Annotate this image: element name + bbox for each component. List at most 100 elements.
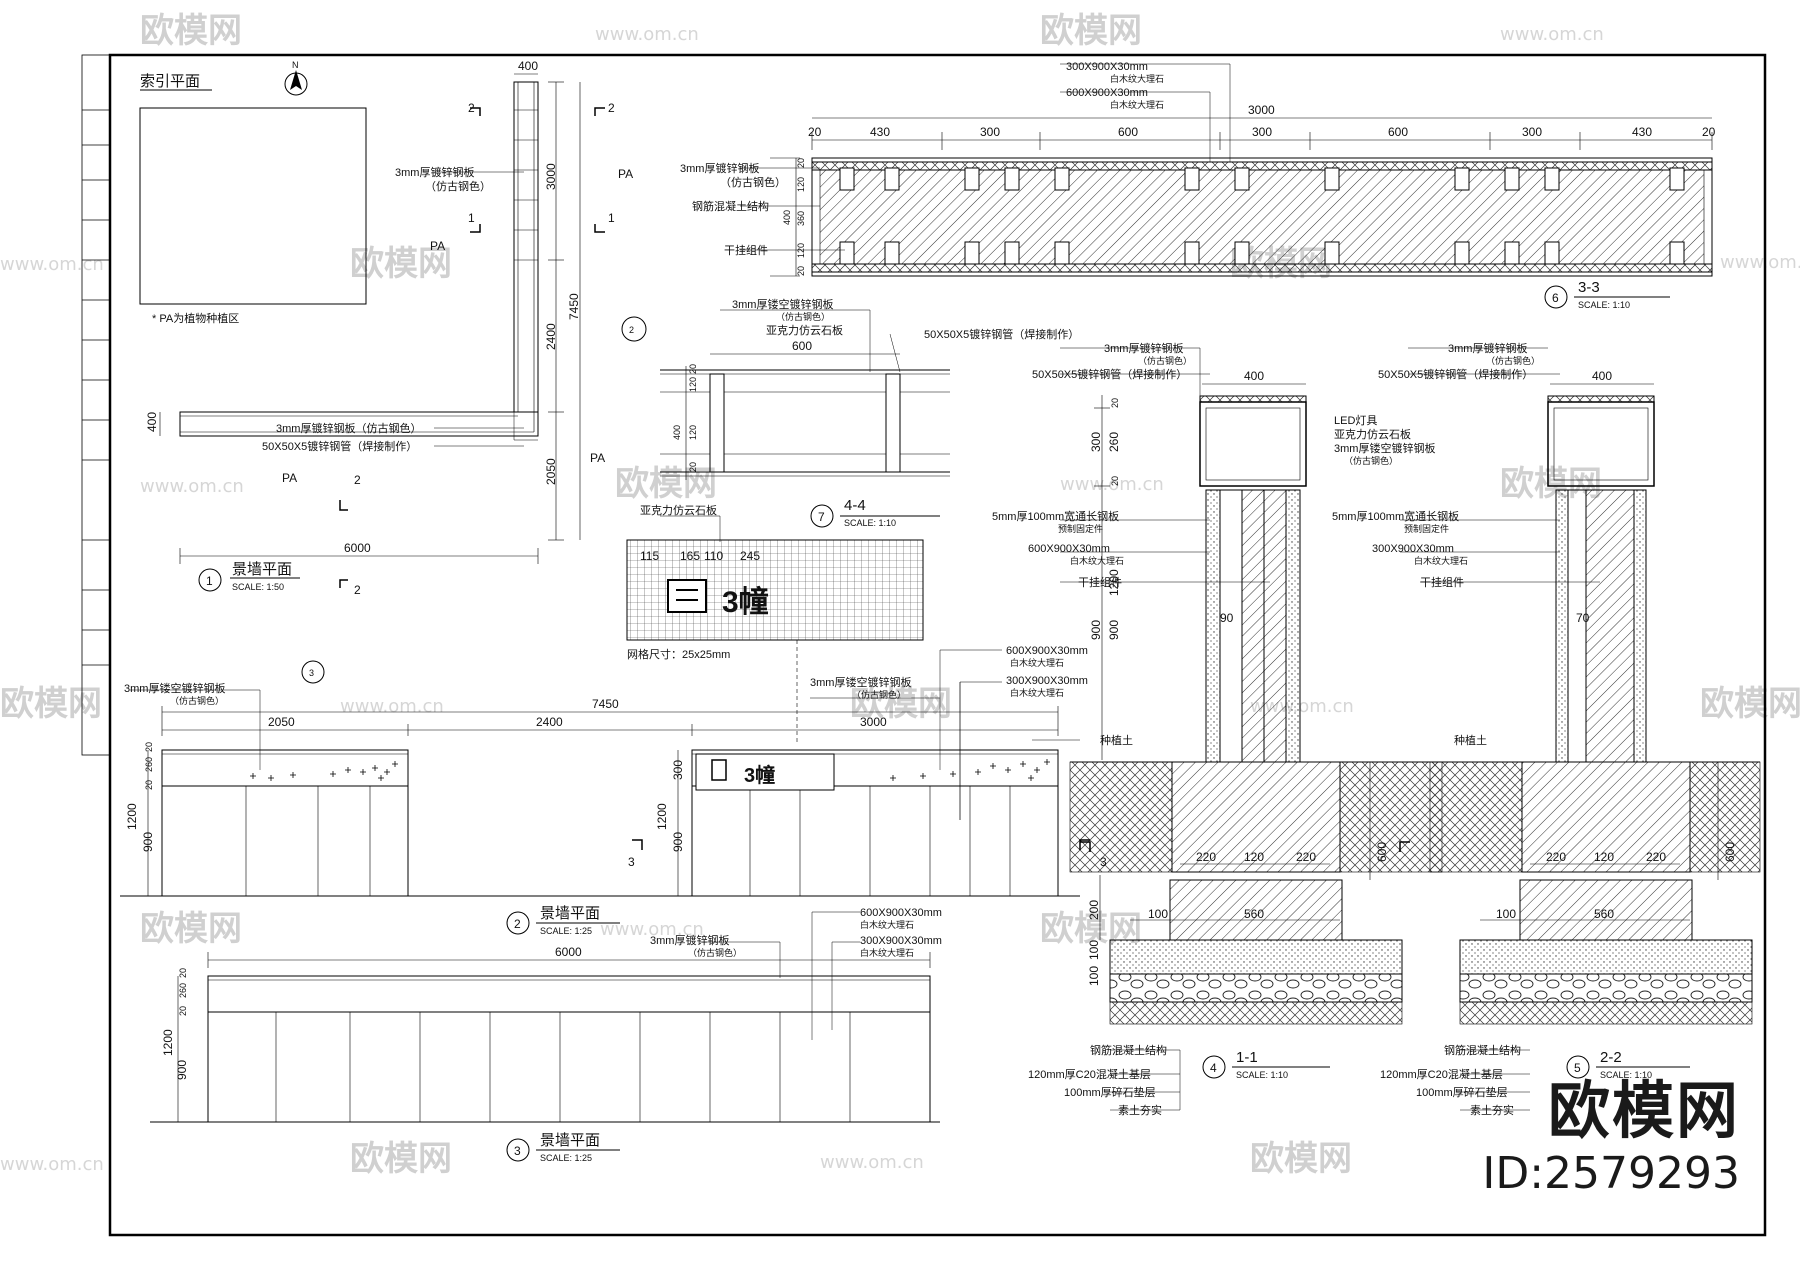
svg-text:20: 20	[1110, 398, 1120, 408]
svg-text:白木纹大理石: 白木纹大理石	[860, 947, 914, 958]
svg-text:白木纹大理石: 白木纹大理石	[1010, 687, 1064, 698]
svg-text:3mm厚镀锌钢板: 3mm厚镀锌钢板	[395, 165, 474, 179]
svg-text:亚克力仿云石板: 亚克力仿云石板	[1334, 427, 1411, 441]
watermark-site: www.om.cn	[600, 919, 704, 940]
svg-text:干挂组件: 干挂组件	[1078, 575, 1122, 589]
svg-text:3: 3	[309, 668, 314, 678]
svg-text:600X900X30mm: 600X900X30mm	[1028, 543, 1110, 555]
svg-text:白木纹大理石: 白木纹大理石	[1010, 657, 1064, 668]
svg-text:400: 400	[782, 210, 792, 225]
svg-text:3mm厚镂空镀锌钢板: 3mm厚镂空镀锌钢板	[810, 675, 911, 689]
svg-text:2: 2	[354, 583, 361, 597]
svg-text:SCALE: 1:10: SCALE: 1:10	[1600, 1070, 1652, 1080]
model-id: ID:2579293	[1482, 1148, 1740, 1199]
svg-text:PA: PA	[590, 451, 605, 465]
svg-text:2: 2	[629, 325, 634, 335]
svg-text:白木纹大理石: 白木纹大理石	[1070, 555, 1124, 566]
section-4-4: 2	[621, 309, 950, 480]
svg-text:900: 900	[175, 1060, 189, 1080]
svg-text:165: 165	[680, 549, 700, 563]
svg-text:3mm厚镂空镀锌钢板: 3mm厚镂空镀锌钢板	[1334, 441, 1435, 455]
svg-text:干挂组件: 干挂组件	[724, 243, 768, 257]
svg-text:2400: 2400	[536, 715, 563, 729]
svg-text:245: 245	[740, 549, 760, 563]
svg-text:白木纹大理石: 白木纹大理石	[860, 919, 914, 930]
svg-text:5: 5	[1574, 1061, 1581, 1075]
svg-text:100: 100	[1496, 907, 1516, 921]
svg-text:4: 4	[1210, 1061, 1217, 1075]
svg-text:50X50X5镀锌钢管（焊接制作）: 50X50X5镀锌钢管（焊接制作）	[1032, 367, 1187, 381]
svg-text:300X900X30mm: 300X900X30mm	[1006, 675, 1088, 687]
svg-text:20: 20	[144, 742, 154, 752]
svg-text:400: 400	[1592, 369, 1612, 383]
svg-text:200: 200	[1087, 900, 1101, 920]
svg-text:900: 900	[671, 832, 685, 852]
svg-text:300: 300	[1089, 432, 1103, 452]
svg-text:素土夯实: 素土夯实	[1118, 1103, 1162, 1117]
svg-text:干挂组件: 干挂组件	[1420, 575, 1464, 589]
svg-text:1200: 1200	[125, 803, 139, 830]
svg-text:50X50X5镀锌钢管（焊接制作）: 50X50X5镀锌钢管（焊接制作）	[924, 327, 1079, 341]
svg-text:300: 300	[671, 760, 685, 780]
svg-text:（仿古钢色）: （仿古钢色）	[1138, 355, 1192, 366]
svg-text:600: 600	[792, 339, 812, 353]
svg-text:钢筋混凝土结构: 钢筋混凝土结构	[1444, 1043, 1521, 1057]
section-2-2	[1400, 347, 1761, 1111]
watermark-site: www.om.cn	[1060, 474, 1164, 495]
section-2-2-text: 3mm厚镀锌钢板 （仿古钢色） 50X50X5镀锌钢管（焊接制作） 5mm厚10…	[1332, 341, 1737, 1117]
sign-text: 3幢	[722, 585, 769, 619]
svg-text:2050: 2050	[268, 715, 295, 729]
elevation-2-text: 3幢 3mm厚镂空镀锌钢板 （仿古钢色） 3mm厚镂空镀锌钢板 （仿古钢色） 6…	[124, 645, 1107, 936]
svg-text:90: 90	[1220, 611, 1234, 625]
svg-text:120mm厚C20混凝土基层: 120mm厚C20混凝土基层	[1380, 1067, 1503, 1081]
svg-text:220: 220	[1296, 850, 1316, 864]
svg-text:3mm厚镀锌钢板: 3mm厚镀锌钢板	[1448, 341, 1527, 355]
svg-text:6000: 6000	[555, 945, 582, 959]
svg-text:100mm厚碎石垫层: 100mm厚碎石垫层	[1416, 1085, 1508, 1099]
brand-stamp: 欧模网 ID:2579293	[1482, 1080, 1740, 1198]
svg-text:120: 120	[796, 243, 806, 258]
svg-text:7: 7	[818, 510, 825, 524]
watermark-brand: 欧模网	[1700, 684, 1800, 724]
watermark-brand: 欧模网	[350, 1139, 452, 1179]
svg-text:2: 2	[514, 917, 521, 931]
elevation-3	[150, 911, 940, 1123]
svg-text:1200: 1200	[655, 803, 669, 830]
brand-name: 欧模网	[1547, 1074, 1740, 1147]
svg-text:1200: 1200	[1107, 569, 1121, 596]
svg-text:3mm厚镂空镀锌钢板: 3mm厚镂空镀锌钢板	[732, 297, 833, 311]
svg-text:600: 600	[1118, 125, 1138, 139]
svg-text:网格尺寸：25x25mm: 网格尺寸：25x25mm	[627, 647, 730, 661]
svg-text:900: 900	[1089, 620, 1103, 640]
svg-text:素土夯实: 素土夯实	[1470, 1103, 1514, 1117]
svg-text:70: 70	[1576, 611, 1590, 625]
svg-text:白木纹大理石: 白木纹大理石	[1110, 99, 1164, 110]
index-plan-title: 索引平面	[140, 73, 200, 90]
svg-text:20: 20	[144, 780, 154, 790]
watermark-site: www.om.cn	[140, 476, 244, 497]
svg-text:白木纹大理石: 白木纹大理石	[1414, 555, 1468, 566]
watermark-brand: 欧模网	[1250, 1139, 1352, 1179]
svg-text:120: 120	[1594, 850, 1614, 864]
index-plan-note: * PA为植物种植区	[152, 311, 239, 325]
svg-text:（仿古钢色）: （仿古钢色）	[720, 175, 786, 189]
svg-text:SCALE: 1:50: SCALE: 1:50	[232, 582, 284, 592]
svg-text:4-4: 4-4	[844, 497, 866, 514]
svg-text:SCALE: 1:25: SCALE: 1:25	[540, 1153, 592, 1163]
svg-text:20: 20	[688, 364, 698, 374]
svg-text:400: 400	[145, 412, 159, 432]
svg-text:SCALE: 1:25: SCALE: 1:25	[540, 926, 592, 936]
section-3-3	[740, 63, 1713, 277]
svg-text:900: 900	[1107, 620, 1121, 640]
svg-text:50X50X5镀锌钢管（焊接制作）: 50X50X5镀锌钢管（焊接制作）	[1378, 367, 1533, 381]
svg-text:430: 430	[870, 125, 890, 139]
svg-text:2: 2	[354, 473, 361, 487]
sign-detail: 3幢 亚克力仿云石板 115 165 110 245 网格尺寸：25x25mm	[626, 503, 924, 745]
svg-text:300X900X30mm: 300X900X30mm	[1066, 61, 1148, 73]
svg-text:（仿古钢色）: （仿古钢色）	[776, 311, 830, 322]
watermark-site: www.om.cn	[820, 1152, 924, 1173]
watermark-site: www.om.cn	[1720, 252, 1800, 273]
svg-text:115: 115	[640, 549, 659, 563]
north-arrow-icon: N	[284, 60, 308, 96]
svg-text:220: 220	[1646, 850, 1666, 864]
